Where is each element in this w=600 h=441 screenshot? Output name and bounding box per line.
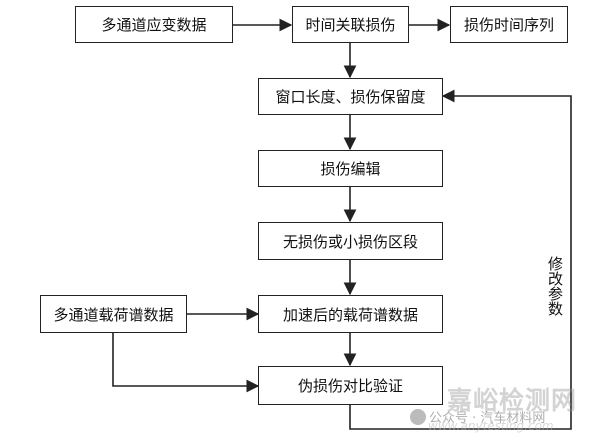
- node-multichannel-strain: 多通道应变数据: [75, 6, 233, 43]
- node-no-low-damage-segments: 无损伤或小损伤区段: [258, 222, 443, 260]
- node-window-length: 窗口长度、损伤保留度: [258, 78, 443, 115]
- node-pseudo-damage-validation: 伪损伤对比验证: [258, 366, 443, 405]
- wechat-icon: [410, 408, 426, 425]
- feedback-loop-arrow: [349, 89, 572, 430]
- feedback-label: 修改参数: [543, 256, 567, 316]
- node-damage-time-series: 损伤时间序列: [450, 6, 568, 43]
- watermark-account-text: 公众号 · 汽车材料网: [429, 411, 546, 426]
- node-accelerated-load-spectrum: 加速后的载荷谱数据: [258, 295, 443, 333]
- node-damage-edit: 损伤编辑: [258, 150, 443, 187]
- watermark-url: www.anytesting.com: [428, 419, 554, 433]
- node-time-correlated-damage: 时间关联损伤: [292, 6, 409, 43]
- node-multichannel-load-spectrum: 多通道载荷谱数据: [40, 295, 187, 333]
- watermark-account: 公众号 · 汽车材料网: [410, 407, 545, 426]
- arrow-loadspectrum-to-validation: [112, 333, 260, 393]
- watermark-logo-text: 嘉峪检测网: [447, 386, 578, 415]
